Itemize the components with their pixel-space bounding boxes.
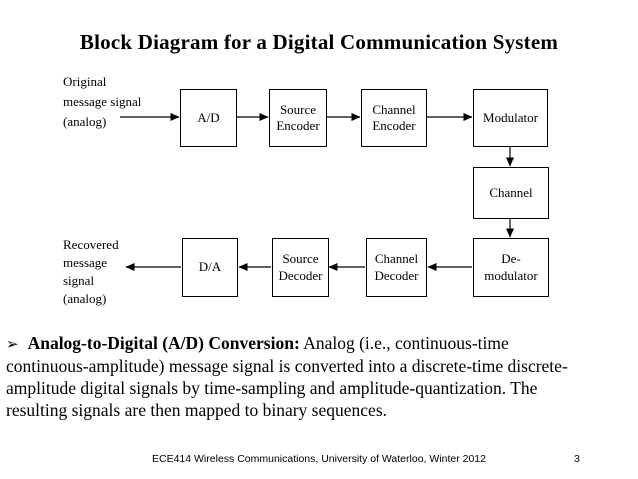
definition-line-1-rest: Analog (i.e., continuous-time xyxy=(299,333,509,353)
slide-title: Block Diagram for a Digital Communicatio… xyxy=(79,30,559,54)
block-modulator: Modulator xyxy=(473,89,548,147)
definition-line-3: amplitude digital signals by time-sampli… xyxy=(6,378,538,398)
bullet-arrow-icon: ➢ xyxy=(6,335,19,353)
block-channel: Channel xyxy=(473,167,549,219)
definition-line-2: continuous-amplitude) message signal is … xyxy=(6,356,568,376)
definition-term: Analog-to-Digital (A/D) Conversion: xyxy=(27,333,300,353)
definition-line-4: resulting signals are then mapped to bin… xyxy=(6,400,388,420)
block-source-encoder: Source Encoder xyxy=(269,89,327,147)
page-number: 3 xyxy=(574,453,580,465)
output-signal-label: Recovered message signal (analog) xyxy=(63,237,119,306)
block-demodulator: De- modulator xyxy=(473,238,549,297)
block-channel-decoder: Channel Decoder xyxy=(366,238,427,297)
footer-credit: ECE414 Wireless Communications, Universi… xyxy=(152,453,486,465)
block-d-a-converter: D/A xyxy=(182,238,238,297)
definition-line-1: ➢ Analog-to-Digital (A/D) Conversion: Ana… xyxy=(6,332,634,355)
block-a-d-converter: A/D xyxy=(180,89,237,147)
block-source-decoder: Source Decoder xyxy=(272,238,329,297)
definition-paragraph: ➢ Analog-to-Digital (A/D) Conversion: Ana… xyxy=(6,332,634,421)
block-channel-encoder: Channel Encoder xyxy=(361,89,427,147)
input-signal-label: Original message signal (analog) xyxy=(63,74,142,129)
